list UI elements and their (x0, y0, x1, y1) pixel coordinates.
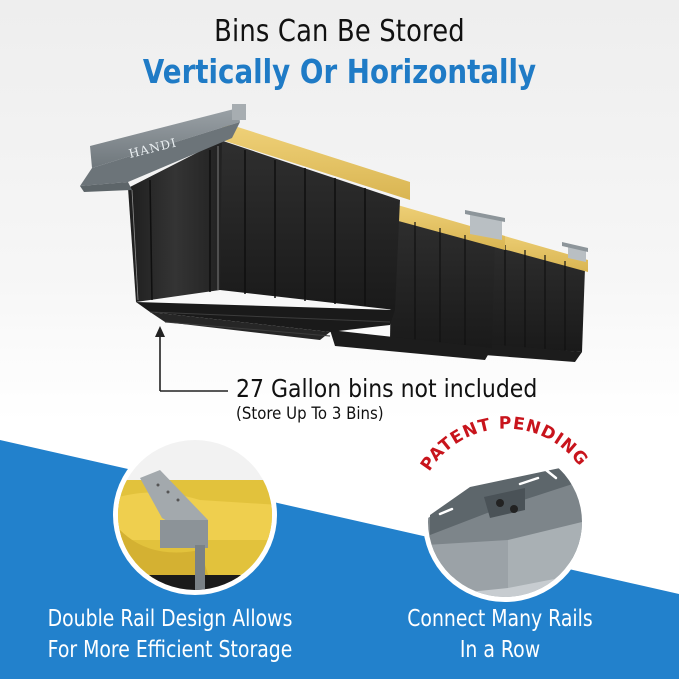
callout-main-text: 27 Gallon bins not included (236, 374, 538, 403)
bin-1 (128, 122, 410, 340)
feature-caption-line: Connect Many Rails (407, 606, 593, 632)
headline-line-1: Bins Can Be Stored (214, 14, 465, 49)
callout-arrow (159, 333, 228, 392)
feature-caption-line: In a Row (459, 637, 541, 663)
feature-caption-double-rail: Double Rail Design Allows For More Effic… (47, 604, 293, 666)
bin-2 (330, 200, 505, 360)
bin-3 (440, 226, 588, 362)
feature-caption-line: Double Rail Design Allows (47, 606, 293, 632)
feature-circle-rail-connector (423, 442, 587, 602)
arrow-head-icon (155, 326, 165, 337)
callout-sub-text: (Store Up To 3 Bins) (236, 404, 384, 424)
headline-line-2: Vertically Or Horizontally (142, 52, 537, 91)
feature-caption-line: For More Efficient Storage (47, 637, 293, 663)
feature-circle-double-rail (113, 435, 277, 595)
feature-caption-connect-rails: Connect Many Rails In a Row (373, 604, 627, 666)
ceiling-rail (80, 104, 246, 192)
